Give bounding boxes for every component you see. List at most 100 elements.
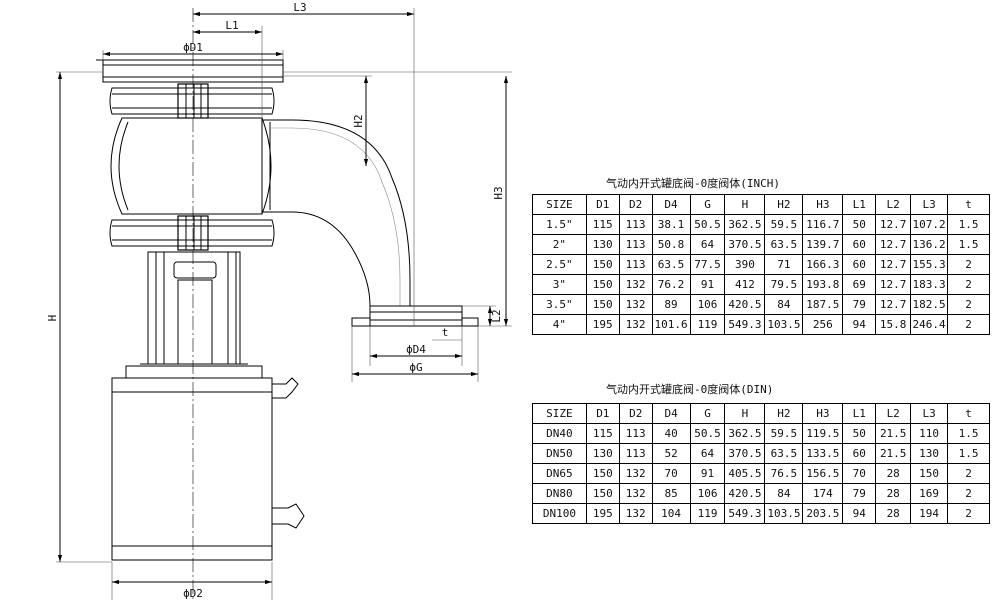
label-d2: ϕD2 [183, 587, 203, 600]
column-header: L3 [910, 403, 949, 424]
table-cell: 195 [585, 314, 620, 335]
column-header: D1 [585, 194, 620, 215]
table-cell: 28 [875, 503, 912, 524]
table-cell: 52 [651, 443, 691, 464]
table-cell: 107.2 [910, 214, 949, 235]
table-cell: 246.4 [910, 314, 949, 335]
column-header: L1 [842, 194, 877, 215]
table-cell: 130 [585, 234, 620, 255]
table-cell: 91 [689, 463, 726, 484]
table-cell: 150 [585, 294, 620, 315]
column-header: L3 [910, 194, 949, 215]
table-cell: 84 [764, 294, 804, 315]
table-cell: 3.5" [532, 294, 587, 315]
table-cell: 113 [618, 234, 653, 255]
table-cell: 94 [842, 503, 877, 524]
column-header: H2 [764, 194, 804, 215]
column-header: L2 [875, 194, 912, 215]
table-cell: 28 [875, 463, 912, 484]
table-cell: 12.7 [875, 254, 912, 275]
table-cell: 132 [618, 503, 653, 524]
top-flange [96, 59, 284, 83]
label-l1: L1 [225, 19, 238, 32]
table-cell: 174 [802, 483, 844, 504]
table-cell: 2 [947, 314, 990, 335]
label-h: H [46, 315, 59, 322]
table-cell: 69 [842, 274, 877, 295]
table-cell: 150 [585, 254, 620, 275]
upper-clamp [109, 83, 275, 119]
lower-clamp [109, 215, 275, 251]
table-cell: 76.2 [651, 274, 691, 295]
table-cell: 63.5 [651, 254, 691, 275]
label-g: ϕG [409, 361, 422, 374]
column-header: H [724, 194, 766, 215]
table-cell: 370.5 [724, 443, 766, 464]
table-cell: 85 [651, 483, 691, 504]
table-cell: 60 [842, 254, 877, 275]
table-cell: 104 [651, 503, 691, 524]
table-cell: 182.5 [910, 294, 949, 315]
table-cell: 12.7 [875, 274, 912, 295]
table-cell: 115 [585, 423, 620, 444]
table-cell: 64 [689, 234, 726, 255]
table-cell: 50.5 [689, 214, 726, 235]
support-column [140, 251, 248, 365]
table-cell: 70 [842, 463, 877, 484]
table-cell: 132 [618, 294, 653, 315]
table-cell: DN100 [532, 503, 587, 524]
table-cell: 113 [618, 443, 653, 464]
table-cell: 59.5 [764, 423, 804, 444]
column-header: H3 [802, 403, 844, 424]
table-cell: 136.2 [910, 234, 949, 255]
column-header: L2 [875, 403, 912, 424]
column-header: D2 [618, 403, 653, 424]
table-cell: 60 [842, 443, 877, 464]
table-cell: 420.5 [724, 483, 766, 504]
table-cell: 549.3 [724, 503, 766, 524]
column-header: G [689, 403, 726, 424]
table-cell: 106 [689, 294, 726, 315]
table-cell: 50 [842, 423, 877, 444]
table-cell: 103.5 [764, 314, 804, 335]
table-cell: 106 [689, 483, 726, 504]
table-cell: 12.7 [875, 294, 912, 315]
table-cell: 194 [910, 503, 949, 524]
table-cell: 63.5 [764, 234, 804, 255]
table-cell: 155.3 [910, 254, 949, 275]
table-cell: DN40 [532, 423, 587, 444]
table-cell: 2 [947, 463, 990, 484]
outlet-flange [351, 305, 479, 327]
table-cell: 21.5 [875, 423, 912, 444]
table-cell: 1.5" [532, 214, 587, 235]
table-cell: 130 [585, 443, 620, 464]
table-cell: 115 [585, 214, 620, 235]
table-cell: 59.5 [764, 214, 804, 235]
table-cell: 130 [910, 443, 949, 464]
column-header: H2 [764, 403, 804, 424]
table-cell: DN65 [532, 463, 587, 484]
table-cell: 183.3 [910, 274, 949, 295]
column-header: D2 [618, 194, 653, 215]
column-header: G [689, 194, 726, 215]
table-cell: 362.5 [724, 214, 766, 235]
label-h2: H2 [352, 114, 365, 127]
column-header: D4 [651, 403, 691, 424]
table-cell: 70 [651, 463, 691, 484]
table-cell: 412 [724, 274, 766, 295]
table-cell: 390 [724, 254, 766, 275]
table-cell: 64 [689, 443, 726, 464]
table-cell: 133.5 [802, 443, 844, 464]
table-cell: 150 [585, 483, 620, 504]
table-cell: 256 [802, 314, 844, 335]
table-cell: 1.5 [947, 214, 990, 235]
table-cell: 94 [842, 314, 877, 335]
table-cell: 3" [532, 274, 587, 295]
